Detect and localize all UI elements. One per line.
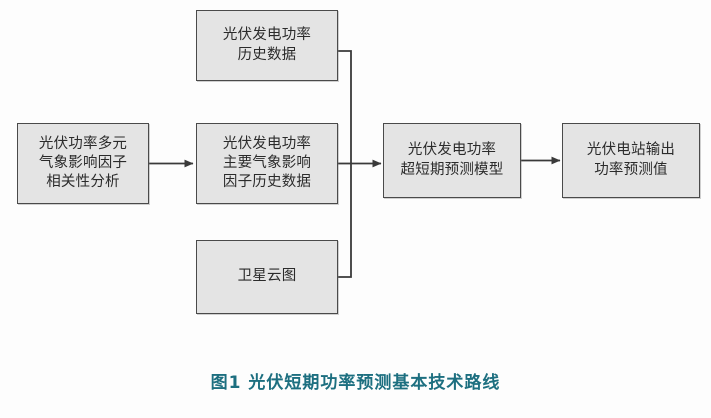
connector-satellite-to-bus	[338, 163, 352, 278]
node-satellite-cloud: 卫星云图	[196, 240, 338, 314]
node-output-forecast: 光伏电站输出 功率预测值	[562, 123, 700, 198]
node-forecast-model-label: 光伏发电功率 超短期预测模型	[400, 142, 504, 178]
figure-caption: 图1 光伏短期功率预测基本技术路线	[210, 373, 501, 393]
node-factor-history-data: 光伏发电功率 主要气象影响 因子历史数据	[196, 123, 338, 204]
node-factor-history-data-label: 光伏发电功率 主要气象影响 因子历史数据	[222, 135, 312, 191]
node-forecast-model: 光伏发电功率 超短期预测模型	[383, 123, 521, 198]
node-history-data-label: 光伏发电功率 历史数据	[222, 27, 312, 63]
node-history-data: 光伏发电功率 历史数据	[196, 10, 338, 81]
node-correlation-analysis-label: 光伏功率多元 气象影响因子 相关性分析	[38, 135, 128, 191]
node-correlation-analysis: 光伏功率多元 气象影响因子 相关性分析	[17, 123, 149, 204]
node-satellite-cloud-label: 卫星云图	[237, 268, 297, 285]
connector-history-to-bus	[338, 50, 352, 164]
node-output-forecast-label: 光伏电站输出 功率预测值	[586, 142, 676, 178]
